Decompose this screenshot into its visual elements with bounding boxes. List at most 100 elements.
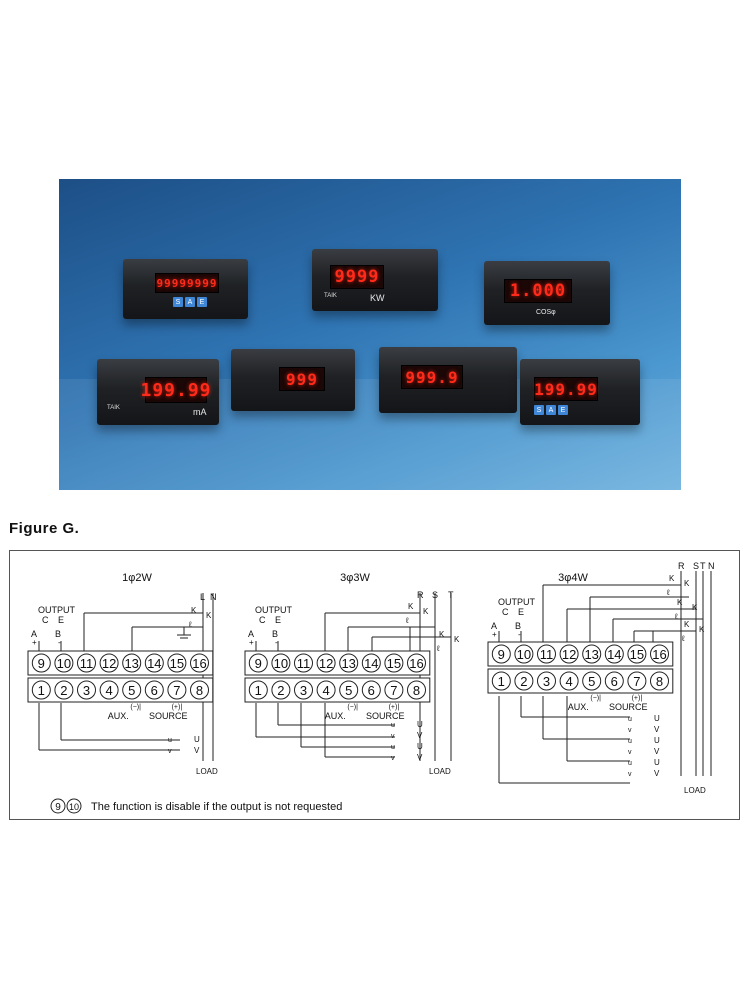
pt-primary-label: v xyxy=(628,727,632,734)
minus-sign: - xyxy=(518,630,521,639)
plus-sign: + xyxy=(249,638,254,647)
ct-k-label: K xyxy=(684,579,690,588)
meter-keys: S A E xyxy=(173,297,207,307)
pt-secondary-label: U xyxy=(654,714,660,723)
aux-negative-label: (−)| xyxy=(590,695,601,702)
terminal-11 xyxy=(537,644,556,664)
terminal-5 xyxy=(122,680,142,700)
terminal-10-number: 10 xyxy=(274,656,288,671)
terminal-5 xyxy=(582,671,602,691)
aux-negative-label: (−)| xyxy=(347,704,358,711)
pt-secondary-label: V xyxy=(654,725,660,734)
wires xyxy=(38,571,712,784)
pt-secondary-label: U xyxy=(654,758,660,767)
aux-positive-label: (+)| xyxy=(632,695,643,702)
pt-primary-label: u xyxy=(628,738,632,745)
aux-positive-label: (+)| xyxy=(389,704,400,711)
terminal-6 xyxy=(361,680,381,700)
terminal-4-number: 4 xyxy=(322,683,329,698)
panel-title: 3φ3W xyxy=(340,572,370,584)
terminal-7-number: 7 xyxy=(633,674,640,689)
ct-l-label: ℓ xyxy=(436,644,440,653)
note-mark-10 xyxy=(66,798,82,814)
pt-primary-label: u xyxy=(391,722,395,729)
terminal-e-label: E xyxy=(275,615,281,625)
brand-logo: TAIK xyxy=(324,293,337,299)
terminal-4 xyxy=(99,680,119,700)
terminal-1-number: 1 xyxy=(255,683,262,698)
terminal-8 xyxy=(190,680,209,700)
minus-sign: - xyxy=(58,638,61,647)
note-mark-9-text: 9 xyxy=(55,802,61,813)
terminal-c-label: C xyxy=(42,615,49,625)
minus-sign: - xyxy=(275,638,278,647)
terminal-8 xyxy=(650,671,669,691)
terminal-7 xyxy=(627,671,647,691)
load-label: LOAD xyxy=(429,767,451,776)
source-label: SOURCE xyxy=(609,702,648,712)
ct-k-label: K xyxy=(191,606,197,615)
terminal-14-number: 14 xyxy=(364,656,378,671)
terminal-b-label: B xyxy=(55,629,61,639)
terminal-a-label: A xyxy=(31,629,37,639)
ct-l-label: ℓ xyxy=(188,620,192,629)
pt-secondary-label: U xyxy=(654,736,660,745)
ct-k-label: K xyxy=(677,598,683,607)
meter-keys: S A E xyxy=(534,405,568,415)
terminal-c-label: C xyxy=(259,615,266,625)
line-label-T: T xyxy=(700,561,706,571)
terminal-10 xyxy=(54,653,74,673)
ct-k-label: K xyxy=(699,625,705,634)
terminal-b-label: B xyxy=(515,621,521,631)
terminal-6-number: 6 xyxy=(611,674,618,689)
meter-unit: COSφ xyxy=(536,309,556,316)
terminal-14 xyxy=(604,644,624,664)
terminal-5 xyxy=(339,680,359,700)
panel-meter: 9999 TAIK KW xyxy=(312,249,438,311)
figure-title: Figure G. xyxy=(9,520,80,537)
panel-meter: 199.99 TAIK mA xyxy=(97,359,219,425)
terminal-10-number: 10 xyxy=(517,647,531,662)
note-mark-9 xyxy=(50,798,66,814)
load-label: LOAD xyxy=(684,786,706,795)
terminal-e-label: E xyxy=(58,615,64,625)
terminal-12-number: 12 xyxy=(562,647,576,662)
line-label-N: N xyxy=(708,561,715,571)
enter-key: E xyxy=(558,405,568,415)
terminal-10-number: 10 xyxy=(57,656,71,671)
meter-display: 9999 xyxy=(330,265,384,289)
pt-primary-label: v xyxy=(168,748,172,755)
terminal-11 xyxy=(77,653,96,673)
terminal-15-number: 15 xyxy=(170,656,184,671)
source-label: SOURCE xyxy=(366,711,405,721)
terminal-b-label: B xyxy=(272,629,278,639)
brand-logo: TAIK xyxy=(107,405,120,411)
terminal-16-number: 16 xyxy=(409,656,423,671)
terminal-16-number: 16 xyxy=(192,656,206,671)
output-label: OUTPUT xyxy=(498,597,536,607)
terminal-1 xyxy=(491,671,511,691)
terminal-14-number: 14 xyxy=(607,647,621,662)
pt-primary-label: v xyxy=(391,755,395,762)
terminal-8-number: 8 xyxy=(196,683,203,698)
pt-primary-label: u xyxy=(391,744,395,751)
terminal-15-number: 15 xyxy=(387,656,401,671)
terminal-c-label: C xyxy=(502,607,509,617)
pt-secondary-label: U xyxy=(194,735,200,744)
terminal-2 xyxy=(271,680,291,700)
terminal-8 xyxy=(407,680,426,700)
pt-secondary-label: V xyxy=(417,753,423,762)
output-label: OUTPUT xyxy=(38,605,76,615)
meter-display: 999 xyxy=(279,367,325,391)
terminal-a-label: A xyxy=(248,629,254,639)
line-label-R: R xyxy=(678,561,685,571)
terminal-10 xyxy=(271,653,291,673)
line-label-L: L xyxy=(200,592,205,602)
terminal-12 xyxy=(99,653,119,673)
shift-key: A xyxy=(546,405,556,415)
terminal-2-number: 2 xyxy=(520,674,527,689)
pt-primary-label: u xyxy=(168,737,172,744)
terminal-9-number: 9 xyxy=(255,656,262,671)
terminal-6 xyxy=(604,671,624,691)
